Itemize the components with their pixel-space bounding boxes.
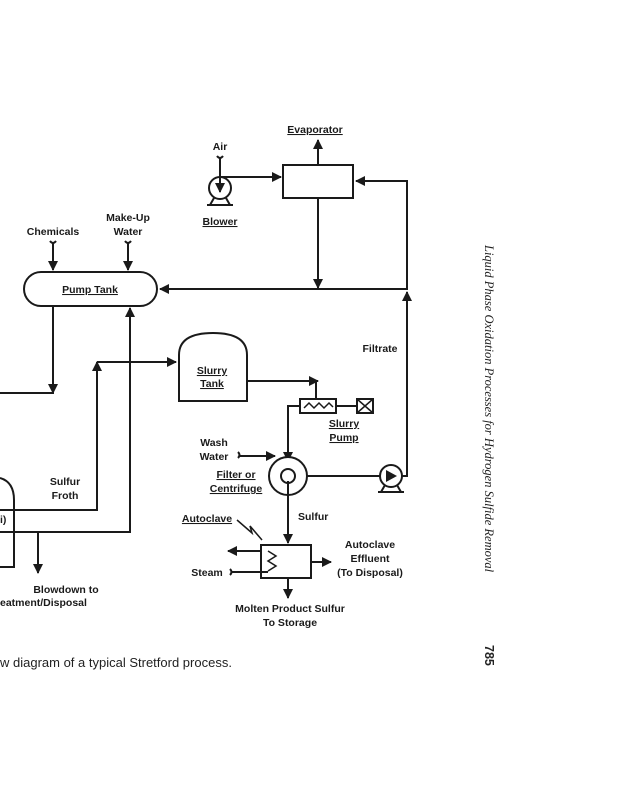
- blower-base-icon: [207, 197, 233, 206]
- makeup-water-inlet-icon: [124, 240, 132, 244]
- chemicals-inlet-icon: [49, 240, 57, 244]
- autoclave-effluent-label-1: Autoclave: [345, 539, 395, 551]
- molten-sulfur-label-1: Molten Product Sulfur: [235, 603, 345, 615]
- slurry-tank-vessel: [178, 331, 248, 402]
- filtrate-label: Filtrate: [362, 343, 397, 355]
- oxidizer-to-pump-tank-line: [0, 307, 135, 533]
- pump-tank-vessel: [23, 271, 158, 307]
- sulfur-froth-label-1: Sulfur: [50, 476, 80, 488]
- wash-water-label-1: Wash: [200, 437, 228, 449]
- filtrate-pump-base-icon: [378, 484, 404, 493]
- autoclave-pointer-icon: [236, 519, 263, 541]
- filter-label-1: Filter or: [216, 469, 255, 481]
- page-number: 785: [482, 645, 496, 666]
- sulfur-froth-label-2: Froth: [52, 490, 79, 502]
- makeup-water-label-2: Water: [114, 226, 143, 238]
- blowdown-label-1: Blowdown to: [33, 584, 98, 596]
- motor-cross-icon: [356, 398, 374, 414]
- steam-inlet-icon: [229, 568, 233, 576]
- filter-label-2: Centrifuge: [210, 483, 263, 495]
- figure-caption: w diagram of a typical Stretford process…: [0, 655, 232, 670]
- evaporator-label: Evaporator: [287, 124, 342, 136]
- evaporator-box: [282, 164, 354, 199]
- blower-label: Blower: [202, 216, 237, 228]
- slurry-pump-label-2: Pump: [329, 432, 358, 444]
- molten-sulfur-label-2: To Storage: [263, 617, 317, 629]
- pump-tank-label: Pump Tank: [62, 284, 118, 296]
- pump-tank-outlet-line: [0, 306, 54, 394]
- chemicals-label: Chemicals: [27, 226, 80, 238]
- autoclave-coil-icon: [266, 550, 278, 572]
- autoclave: Autoclave Steam Autoclave Effluent (To D…: [182, 513, 403, 629]
- slurry-pump-to-filter-line: [283, 405, 300, 462]
- pump-tank: Pump Tank Chemicals Make-Up Water: [23, 212, 158, 307]
- oxidizer-vessel: [0, 477, 15, 568]
- makeup-water-label-1: Make-Up: [106, 212, 150, 224]
- filtrate-pump: [378, 464, 404, 493]
- slurry-pump-label-1: Slurry: [329, 418, 360, 430]
- sulfur-label: Sulfur: [298, 511, 328, 523]
- slurry-tank-label-1: Slurry: [197, 365, 228, 377]
- steam-label: Steam: [191, 567, 223, 579]
- slurry-pump: Slurry Pump: [299, 398, 374, 444]
- slurry-tank-outlet-line: [247, 380, 317, 398]
- slurry-pump-coil-icon: [303, 401, 334, 410]
- sulfur-froth-line: [0, 361, 102, 511]
- filter-inner-circle: [280, 468, 296, 484]
- filter-centrifuge: Wash Water Filter or Centrifuge: [200, 437, 308, 496]
- slurry-tank-label-2: Tank: [200, 378, 224, 390]
- slurry-tank: Slurry Tank: [178, 331, 248, 402]
- filtrate-pump-arrow-icon: [386, 470, 397, 482]
- blower: Air Blower: [202, 141, 282, 228]
- oxidizer-partial: i): [0, 477, 15, 568]
- filtrate-to-evaporator-line: [355, 176, 408, 290]
- evaporator: Evaporator: [282, 124, 354, 199]
- wash-water-label-2: Water: [200, 451, 229, 463]
- autoclave-effluent-label-2: Effluent: [350, 553, 390, 565]
- air-label: Air: [213, 141, 228, 153]
- autoclave-effluent-label-3: (To Disposal): [337, 567, 403, 579]
- blowdown-label-2: eatment/Disposal: [0, 597, 87, 609]
- running-head: Liquid Phase Oxidation Processes for Hyd…: [482, 244, 496, 573]
- autoclave-label: Autoclave: [182, 513, 232, 525]
- air-inlet-icon: [216, 155, 224, 159]
- filtrate-line: [402, 291, 412, 477]
- oxidizer-partial-label: i): [0, 514, 6, 526]
- wash-water-inlet-icon: [237, 451, 241, 459]
